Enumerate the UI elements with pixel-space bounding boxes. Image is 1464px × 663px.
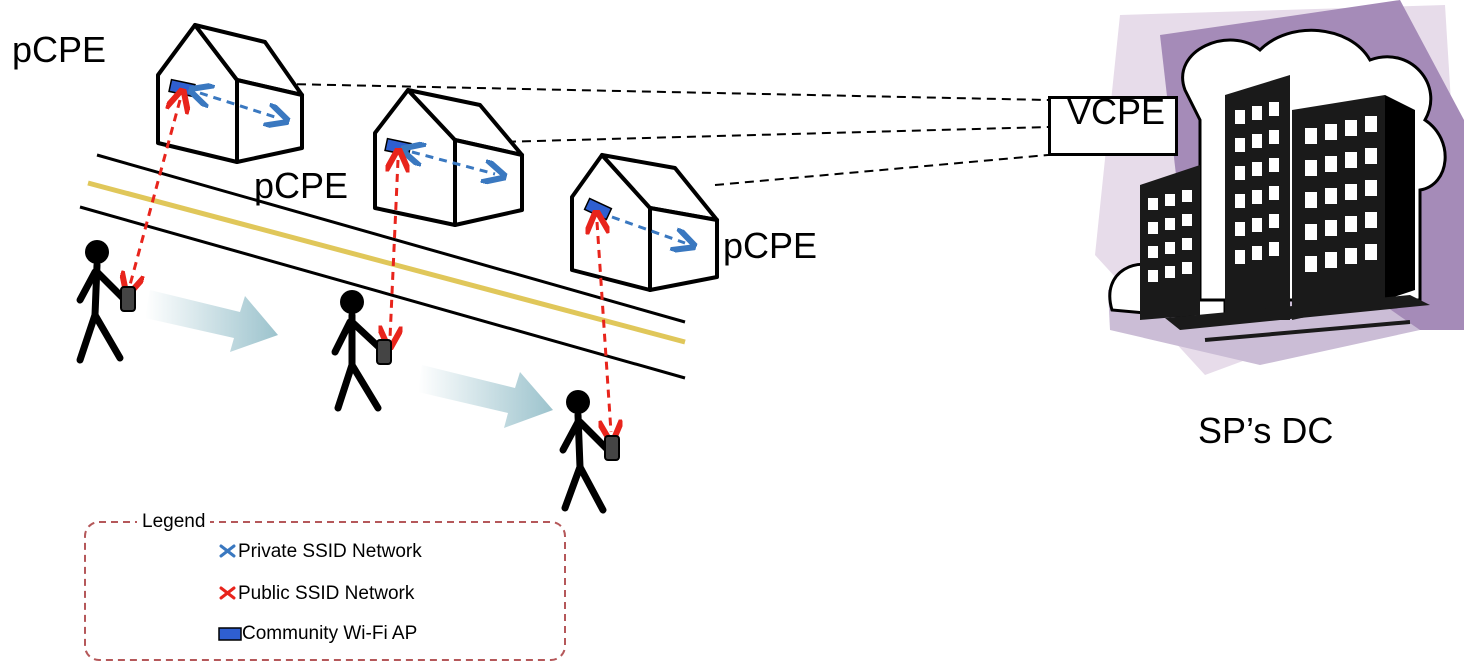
movement-arrow-1 <box>145 290 278 352</box>
datacenter-building-icon <box>1095 0 1464 375</box>
legend-title: Legend <box>137 512 211 531</box>
community-wifi-ap-legend-icon <box>218 627 242 641</box>
person-3 <box>559 390 612 514</box>
legend-item-community-ap: Community Wi-Fi AP <box>242 623 418 644</box>
pcpe-label-3: pCPE <box>723 225 818 266</box>
vcpe-box: VCPE <box>1048 91 1178 156</box>
vcpe-connection-lines <box>191 81 1049 186</box>
public-ssid-x-icon <box>219 586 236 600</box>
legend-item-public-ssid: Public SSID Network <box>238 583 415 604</box>
phone-2 <box>376 339 392 365</box>
pcpe-label-1: pCPE <box>12 29 107 70</box>
private-ssid-links <box>200 93 685 243</box>
phone-3 <box>604 435 620 461</box>
movement-arrow-2 <box>418 365 553 428</box>
person-2 <box>331 290 386 412</box>
pcpe-label-2: pCPE <box>254 165 349 206</box>
public-ssid-links <box>130 100 611 432</box>
legend-box <box>84 521 566 661</box>
house-3 <box>570 153 719 292</box>
person-1 <box>76 240 129 364</box>
private-ssid-x-icon <box>219 544 236 558</box>
vcpe-label: VCPE <box>1066 91 1166 132</box>
datacenter-label: SP’s DC <box>1198 410 1334 451</box>
legend-item-private-ssid: Private SSID Network <box>238 541 422 562</box>
phone-1 <box>120 286 136 312</box>
